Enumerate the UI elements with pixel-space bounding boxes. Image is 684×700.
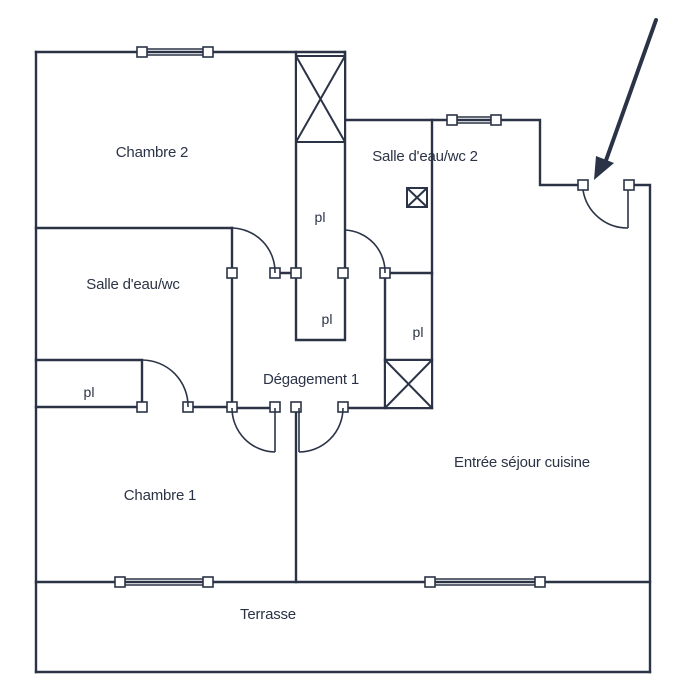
door-salle-eau-2 [344,229,391,279]
window-terrace-right [424,576,546,588]
window-terrace-left [114,576,214,588]
room-label-degagement-1: Dégagement 1 [263,371,359,388]
door-degagement-left [226,401,276,453]
placard-label-left: pl [84,384,95,400]
entrance-door [577,179,635,229]
ventilation-shaft-small [406,187,428,208]
room-label-salle-eau-wc-2: Salle d'eau/wc 2 [372,148,478,165]
door-pl-left [136,359,194,413]
door-sejour [298,401,349,453]
placard-label-right: pl [413,324,424,340]
room-label-salle-eau-wc: Salle d'eau/wc [86,276,180,293]
room-label-entree-sejour-cuisine: Entrée séjour cuisine [454,454,590,471]
ventilation-shaft-lower [384,359,433,409]
door-shaft-upper [290,267,349,279]
room-label-terrasse: Terrasse [240,606,296,623]
door-chambre1 [269,401,302,452]
window-top-chambre2 [136,46,214,58]
room-label-chambre-2: Chambre 2 [116,144,188,161]
door-chambre2 [226,227,281,279]
window-top-salle-eau-2 [446,114,502,126]
ventilation-shaft-large [295,55,346,143]
entrance-arrow-icon [594,18,658,180]
interior-walls [34,50,434,584]
outer-walls [34,50,652,674]
placard-label-shaft-upper: pl [315,209,326,225]
room-label-chambre-1: Chambre 1 [124,487,196,504]
placard-label-shaft-lower: pl [322,311,333,327]
